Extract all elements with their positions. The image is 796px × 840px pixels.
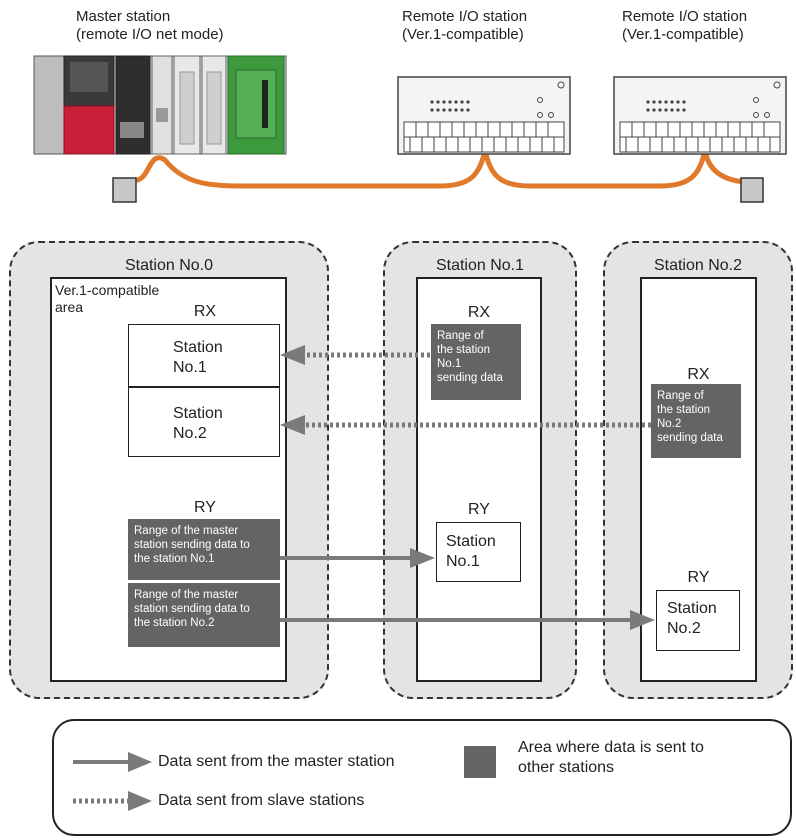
station-0-rx-label: RX	[193, 303, 217, 320]
remote-station-1-label: Remote I/O station (Ver.1-compatible)	[402, 8, 528, 43]
station-1-ry-label: RY	[468, 501, 490, 518]
station-1-rx-range: Range of the station No.1 sending data	[431, 324, 521, 400]
legend-area-label: Area where data is sent to other station…	[518, 739, 704, 776]
master-station-label: Master station (remote I/O net mode)	[76, 8, 224, 43]
legend-solid-arrow-icon	[73, 752, 152, 772]
station-2-title: Station No.2	[653, 257, 743, 274]
rx-cell-station-1	[128, 324, 280, 387]
ver1-area-label: Ver.1-compatible area	[55, 282, 160, 315]
rx-cell-station-2	[128, 387, 280, 457]
legend-slave-label: Data sent from slave stations	[158, 792, 365, 809]
legend-dark-area-swatch	[464, 746, 496, 778]
station-2-rx-range: Range of the station No.2 sending data	[651, 384, 741, 458]
station-1-rx-label: RX	[467, 304, 491, 321]
remote-io-device-1	[397, 76, 571, 155]
terminator-left	[112, 177, 137, 203]
arrow-master-to-station1-ry	[280, 548, 435, 568]
arrow-master-to-station2-ry	[280, 610, 655, 630]
arrow-station1-to-master-rx	[280, 345, 430, 365]
station-2-ry-box-label: Station No.2	[667, 600, 717, 637]
station-1-ry-box-label: Station No.1	[446, 533, 496, 570]
station-0-ry-label: RY	[194, 499, 216, 516]
rx-cell-station-2-label: Station No.2	[173, 405, 223, 442]
ry-range-station-1: Range of the master station sending data…	[128, 519, 280, 580]
remote-station-2-label: Remote I/O station (Ver.1-compatible)	[622, 8, 748, 43]
legend-master-label: Data sent from the master station	[158, 753, 395, 770]
station-2-rx-label: RX	[687, 366, 710, 383]
ry-range-station-2: Range of the master station sending data…	[128, 583, 280, 647]
arrow-station2-to-master-rx	[280, 415, 651, 435]
station-2-ry-box	[656, 590, 740, 651]
legend-dotted-arrow-icon	[73, 791, 152, 811]
legend-box	[52, 719, 792, 836]
station-0-title: Station No.0	[124, 257, 214, 274]
rx-cell-station-1-label: Station No.1	[173, 339, 223, 376]
remote-io-device-2	[613, 76, 787, 155]
station-1-ry-box	[436, 522, 521, 582]
master-plc-rack	[33, 55, 287, 155]
network-illustration	[33, 55, 787, 203]
terminator-right	[740, 177, 764, 203]
station-2-ry-label: RY	[687, 569, 710, 586]
station-1-title: Station No.1	[435, 257, 525, 274]
